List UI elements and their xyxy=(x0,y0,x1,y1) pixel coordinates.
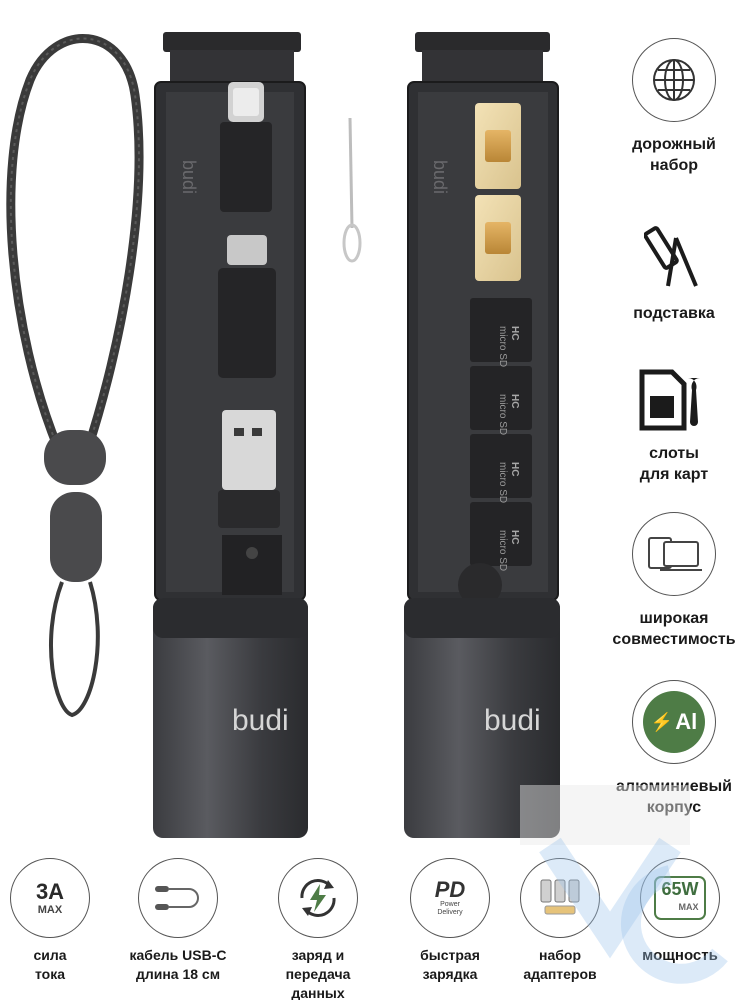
svg-text:HC: HC xyxy=(509,326,520,340)
stand-icon xyxy=(632,215,716,299)
svg-text:micro SD: micro SD xyxy=(497,326,508,367)
bottom-power-65w: 65W MAX мощность xyxy=(620,858,740,965)
svg-text:HC: HC xyxy=(509,530,520,544)
laptop-screen-icon xyxy=(632,512,716,596)
65w-max-badge: 65W MAX xyxy=(640,858,720,938)
sim-card-wrench-icon xyxy=(624,365,724,435)
svg-text:budi: budi xyxy=(430,160,450,194)
feature-label: слоты для карт xyxy=(639,445,709,483)
adapter-set-icon xyxy=(520,858,600,938)
sim-eject-pin xyxy=(342,117,362,263)
bottom-usb-c-cable: кабель USB-C длина 18 см xyxy=(118,858,238,984)
bottom-charge-sync: заряд и передача данных xyxy=(258,858,378,1000)
bottom-label: заряд и передача данных xyxy=(285,947,351,1000)
svg-text:micro SD: micro SD xyxy=(497,530,508,571)
feature-label: подставка xyxy=(633,305,715,322)
feature-compatibility: широкая совместимость xyxy=(600,512,748,650)
charge-sync-icon xyxy=(278,858,358,938)
bottom-label: набор адаптеров xyxy=(523,947,597,982)
bottom-label: кабель USB-C длина 18 см xyxy=(129,947,227,982)
svg-text:micro SD: micro SD xyxy=(497,394,508,435)
left-device: budi xyxy=(153,32,308,838)
bottom-current: 3A MAX сила тока xyxy=(0,858,110,984)
wrist-strap xyxy=(6,33,144,718)
micro-sd-cards: micro SD micro SD micro SD micro SD HC H… xyxy=(470,298,532,571)
aluminium-al-icon: ⚡Al xyxy=(632,680,716,764)
brand-logo-right: budi xyxy=(484,704,541,737)
globe-icon xyxy=(632,38,716,122)
power-delivery-icon: PD Power Delivery xyxy=(410,858,490,938)
feature-aluminium: ⚡Al алюминиевый корпус xyxy=(600,680,748,818)
bottom-power-delivery: PD Power Delivery быстрая зарядка xyxy=(390,858,510,984)
product-photo: budi budi budi micro SD xyxy=(6,32,560,838)
svg-text:HC: HC xyxy=(509,462,520,476)
feature-stand: подставка xyxy=(600,215,748,324)
bottom-label: быстрая зарядка xyxy=(420,947,480,982)
brand-logo-left: budi xyxy=(232,704,289,737)
bottom-label: сила тока xyxy=(33,947,67,982)
right-device: budi micro SD micro SD micro SD micro SD… xyxy=(404,32,560,838)
bottom-adapter-set: набор адаптеров xyxy=(500,858,620,984)
feature-label: дорожный набор xyxy=(632,136,716,174)
svg-text:HC: HC xyxy=(509,394,520,408)
svg-text:micro SD: micro SD xyxy=(497,462,508,503)
usb-c-cable-icon xyxy=(138,858,218,938)
feature-card-slots: слоты для карт xyxy=(600,365,748,485)
3a-max-badge: 3A MAX xyxy=(10,858,90,938)
feature-label: алюминиевый корпус xyxy=(616,778,732,816)
svg-text:budi: budi xyxy=(179,160,199,194)
bottom-label: мощность xyxy=(642,947,718,964)
feature-travel-kit: дорожный набор xyxy=(600,38,748,176)
feature-label: широкая совместимость xyxy=(612,610,736,648)
lightning-bolt-icon: ⚡ xyxy=(650,711,674,732)
